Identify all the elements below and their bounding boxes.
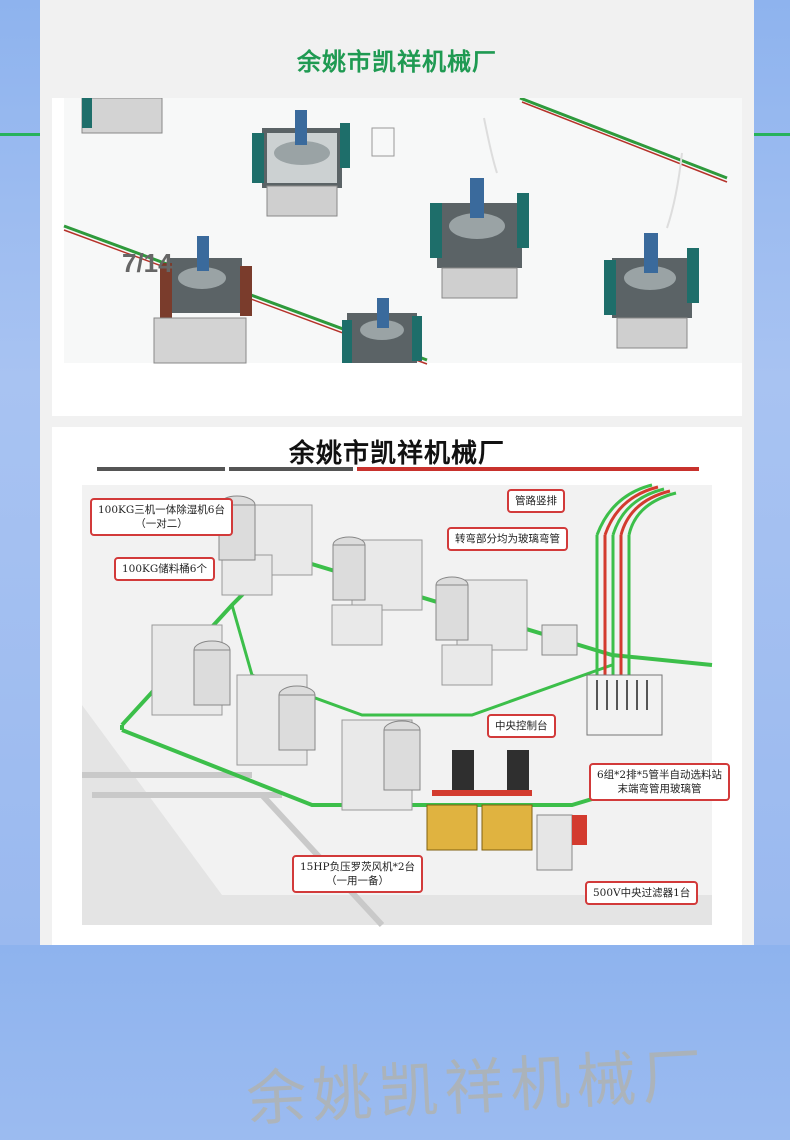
callout-auto-station: 6组*2排*5管半自动选料站 末端弯管用玻璃管 xyxy=(589,763,730,801)
render-image-card[interactable]: 7/14 xyxy=(52,98,742,416)
title-underline-red xyxy=(357,467,699,471)
brand-title: 余姚市凯祥机械厂 xyxy=(40,42,754,77)
callout-glass-bends: 转弯部分均为玻璃弯管 xyxy=(447,527,568,551)
right-accent-line xyxy=(754,133,790,136)
diagram-title: 余姚市凯祥机械厂 xyxy=(52,433,742,470)
title-underline-gray-2 xyxy=(229,467,353,471)
slide-page-indicator: 7/14 xyxy=(122,248,173,279)
watermark-text: 余姚凯祥机械厂 xyxy=(215,1025,739,1139)
callout-pipes-vertical: 管路竖排 xyxy=(507,489,565,513)
callout-central-filter: 500V中央过滤器1台 xyxy=(585,881,698,905)
callout-central-console: 中央控制台 xyxy=(487,714,556,738)
left-accent-line xyxy=(0,133,40,136)
callout-blower: 15HP负压罗茨风机*2台 （一用一备） xyxy=(292,855,423,893)
content-panel: 余姚市凯祥机械厂 xyxy=(40,0,754,945)
title-underline-gray-1 xyxy=(97,467,225,471)
layout-diagram-card[interactable]: 余姚市凯祥机械厂 xyxy=(52,427,742,945)
callout-storage: 100KG储料桶6个 xyxy=(114,557,215,581)
callout-dryer: 100KG三机一体除湿机6台 （一对二） xyxy=(90,498,233,536)
